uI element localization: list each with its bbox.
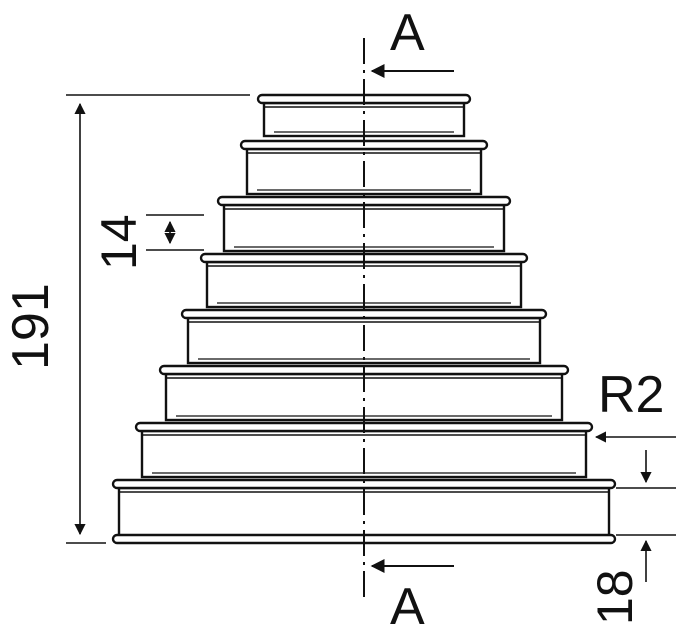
dimension-total-height xyxy=(66,94,250,544)
dimension-base-height xyxy=(616,450,676,582)
dimension-base-height-label: 18 xyxy=(587,569,643,625)
dimension-step-height-label: 14 xyxy=(91,214,147,270)
dimension-step-height xyxy=(146,214,204,251)
section-label-bottom: A xyxy=(390,578,425,630)
section-label-top: A xyxy=(390,4,425,62)
dimension-radius-label: R2 xyxy=(598,366,664,424)
dimension-total-height-label: 191 xyxy=(2,283,60,370)
